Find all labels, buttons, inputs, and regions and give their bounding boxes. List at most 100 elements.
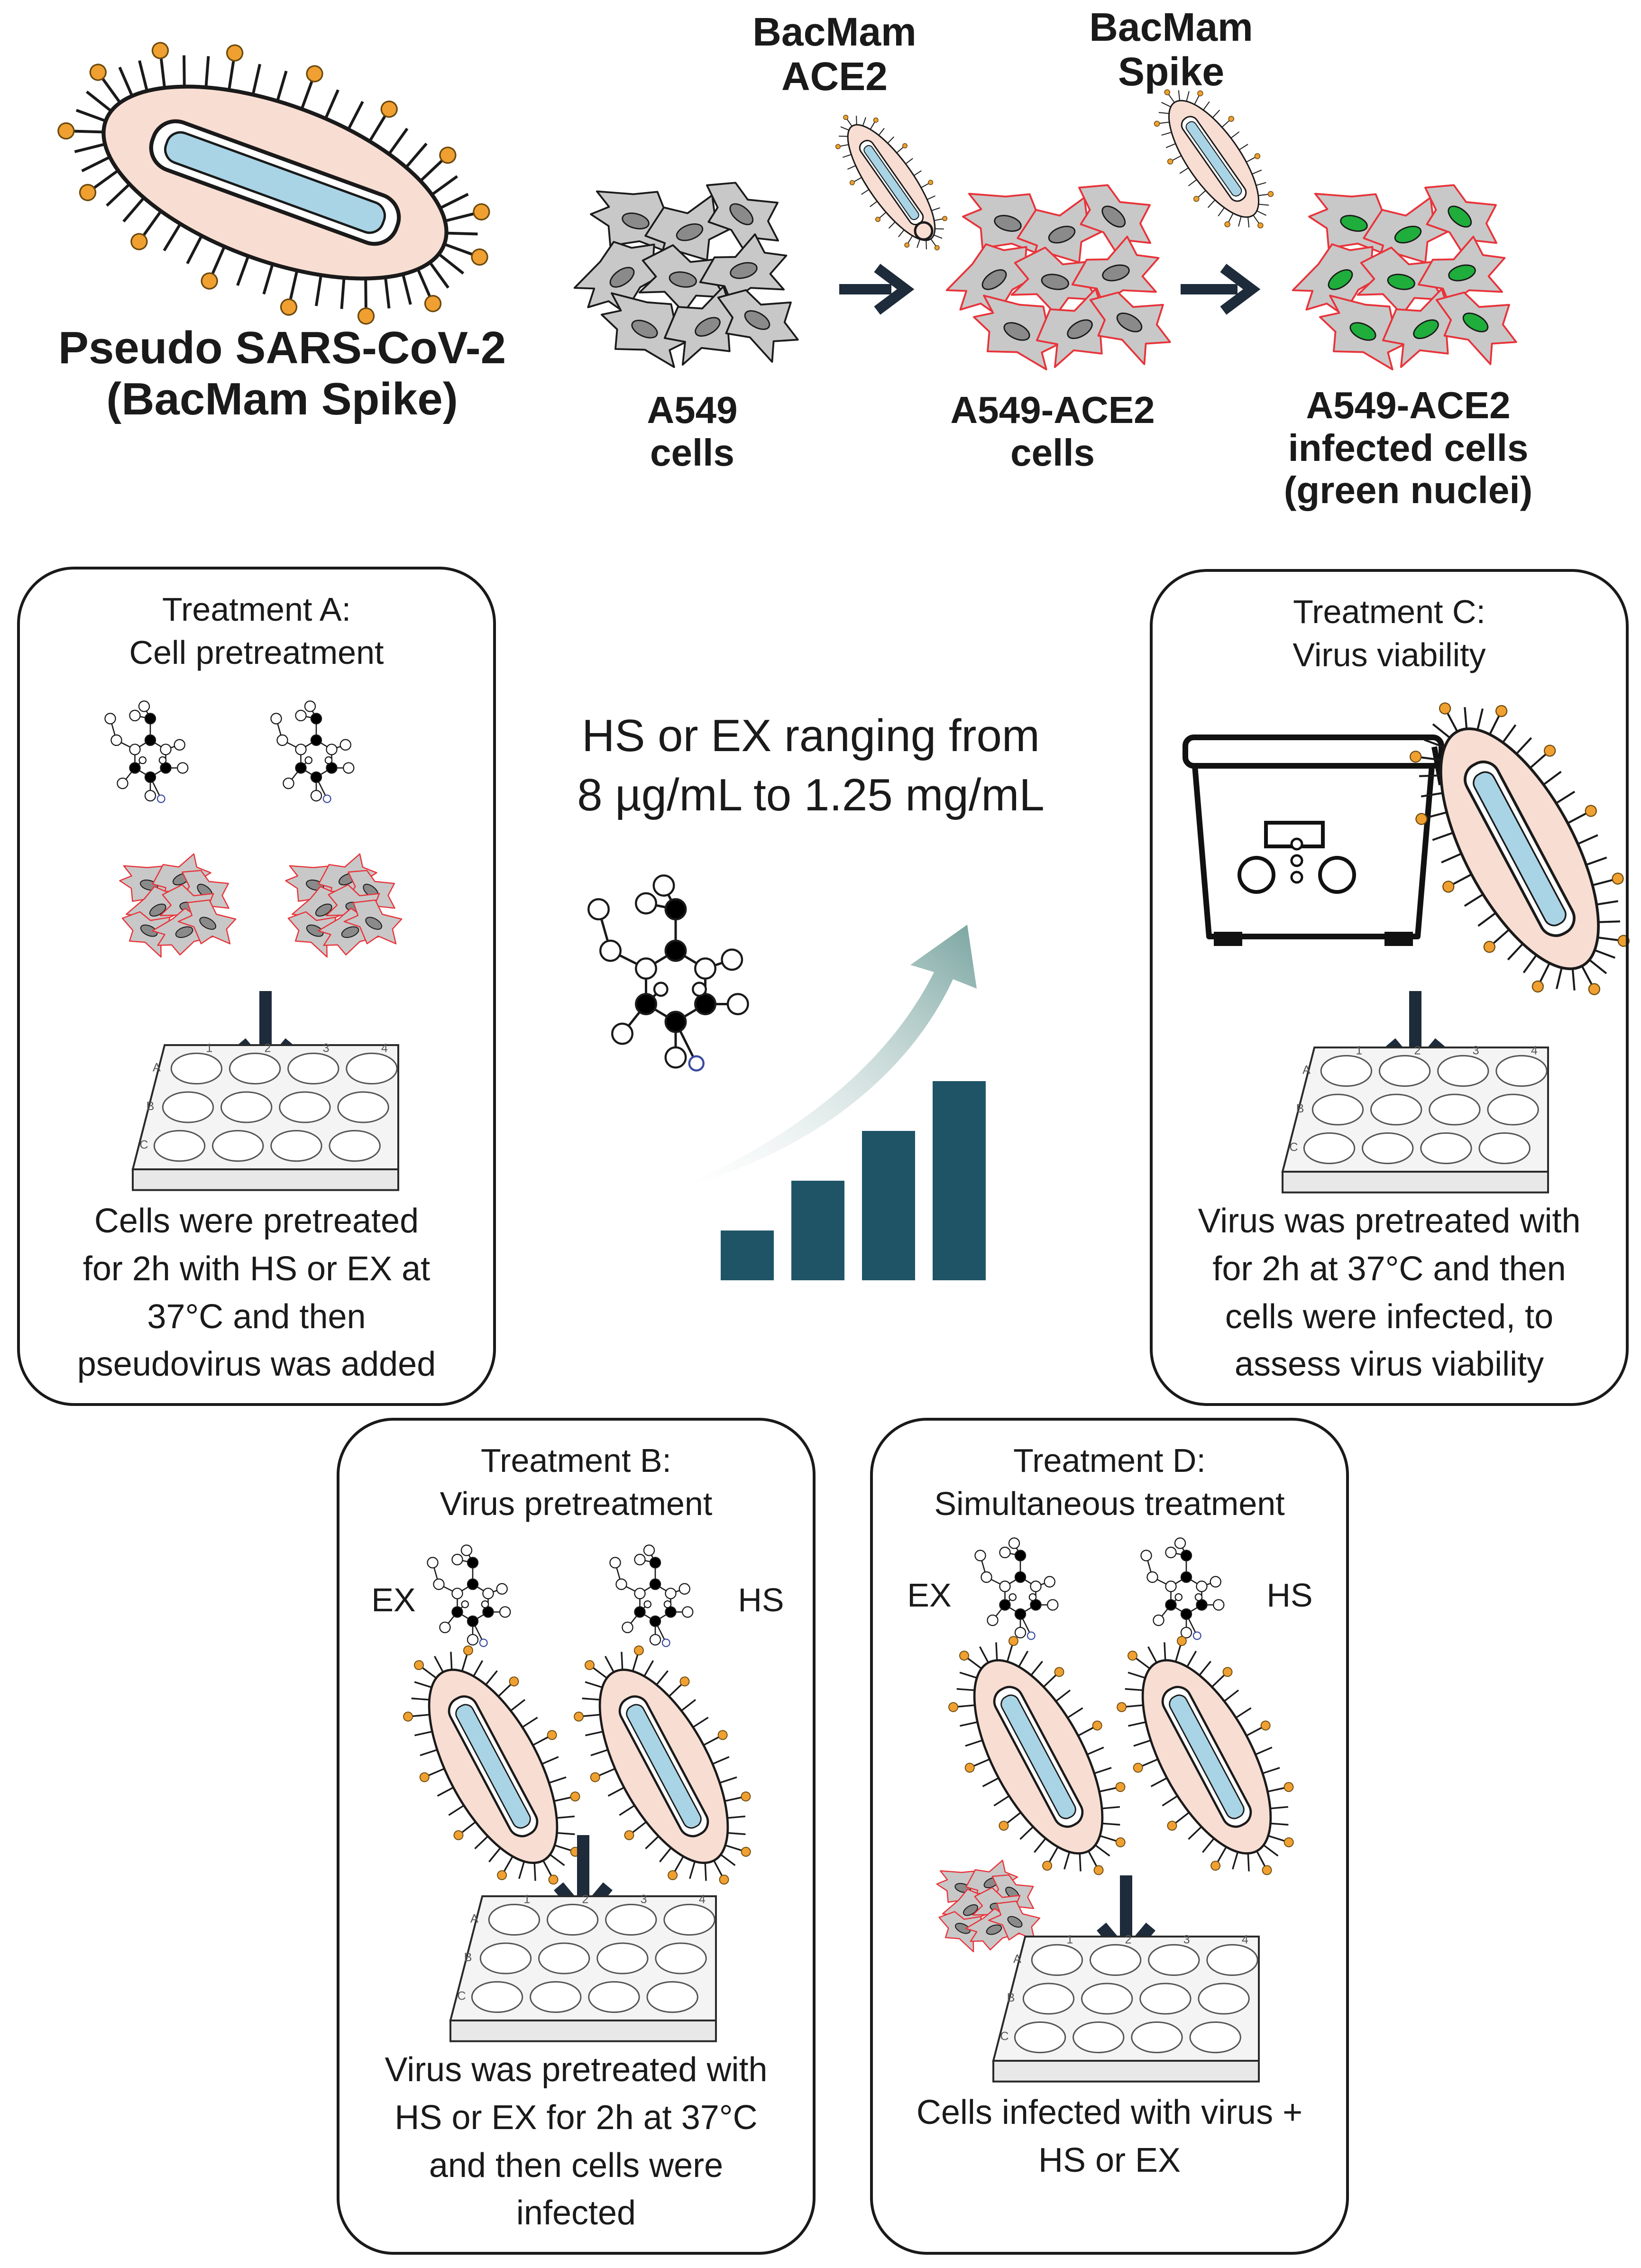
atom [649,1578,661,1590]
atom [1210,1576,1221,1588]
spike-protein-icon [1115,1837,1126,1847]
plate-well [1081,1983,1133,2015]
treatment-b-heading: Treatment B: Virus pretreatment [337,1439,816,1525]
concentration-bar [862,1131,915,1280]
plate-well [1198,1983,1250,2015]
atom [664,898,687,920]
plate-row-label: B [464,1951,472,1964]
plate-column-label: 1 [206,1042,212,1055]
treatment-b-hs-label: HS [738,1581,784,1618]
nucleus [341,926,359,938]
atom [649,1557,661,1569]
atom [622,1621,633,1634]
atom [694,957,716,980]
spike-protein-icon [1115,1782,1126,1792]
nucleus [1387,274,1415,290]
atom [634,1606,646,1618]
atom [460,1544,473,1556]
spike-protein-icon [717,1730,728,1740]
plate-well [279,1091,331,1123]
atom [1174,1537,1186,1549]
spike-protein-icon [471,248,488,266]
plate-well [646,1981,698,2013]
atom [987,1614,999,1626]
a549-ace2-line2: cells [1010,431,1095,474]
nucleus [1003,322,1030,341]
infected-line1: A549-ACE2 [1306,384,1511,426]
atom [496,1583,508,1595]
a549-ace2-cluster-cell [972,294,1063,371]
capsid-icon [1000,1694,1076,1819]
a549-ace2-cluster-cell [1089,291,1171,366]
atom [635,957,657,980]
atom [682,1606,694,1618]
spike-protein-icon [1054,1667,1064,1677]
atom [310,734,322,746]
pseudo-virus-line2: (BacMam Spike) [106,373,458,424]
nucleus [1448,264,1476,282]
atom [615,1578,627,1590]
treatment-c-desc-line: assess virus viability [1234,1345,1544,1384]
atom [499,1606,511,1618]
atom [160,744,172,755]
spike-protein-icon [934,245,940,250]
plate-row-label: C [457,1989,466,2002]
spike-protein-icon [570,1791,580,1802]
atom [1047,1599,1059,1611]
spike-protein-icon [201,272,218,290]
atom [324,756,333,764]
atom [999,1599,1011,1611]
atom [144,790,156,802]
spike-protein-icon [89,64,107,81]
spike-protein-icon [1588,983,1601,995]
sonicator-button [1290,837,1303,851]
plate-well [605,1903,657,1936]
spike-protein-icon [1254,153,1261,159]
concentration-line1: HS or EX ranging from [582,710,1040,761]
treatment-c-desc-line: for 2h at 37°C and then [1212,1249,1566,1288]
bacmam-spike-label: BacMam Spike [1076,5,1266,94]
treatment-d-desc-line: Cells infected with virus + [916,2094,1303,2131]
atom [177,762,189,774]
spike-protein-icon [1222,1667,1233,1677]
treatment-d-subtitle: Simultaneous treatment [934,1485,1285,1522]
atom [1165,1546,1177,1559]
plate-row-label: A [470,1912,478,1925]
treatment-d-virus-icon [948,1636,1126,1875]
spike-protein-icon [1585,805,1597,817]
spike-protein-icon [1267,191,1274,197]
atom [1180,1626,1192,1639]
plate-column-label: 4 [1531,1044,1538,1057]
atom [326,762,338,774]
treatment-b-title: Treatment B: [481,1442,671,1479]
plate-column-label: 3 [323,1042,330,1055]
concentration-line2: 8 µg/mL to 1.25 mg/mL [577,769,1045,820]
spike-protein-icon [414,1660,424,1671]
capsid-icon [1473,771,1567,927]
atom [1008,1537,1020,1549]
spike-protein-icon [1439,702,1451,715]
nucleus [609,266,635,288]
ex-molecule-icon [427,1544,511,1647]
nucleus [1340,215,1368,232]
atom [1030,1580,1042,1592]
treatment-c-description: Virus was pretreated with for 2h at 37°C… [1150,1197,1629,1388]
atom [156,794,165,803]
spike-protein-icon [928,180,934,185]
nucleus [744,310,770,330]
plate-well [1022,1983,1075,2015]
atom [129,709,141,722]
atom [665,1606,677,1618]
arrow-icon [1181,264,1261,315]
plate-well [588,1981,640,2013]
atom [1030,1599,1042,1611]
ace2-plasmid-icon [914,221,934,241]
atom [144,771,156,783]
plate-well [1370,1093,1422,1126]
center-molecule-icon [587,874,749,1072]
spike-protein-icon [1042,1861,1053,1871]
atom [481,1600,489,1608]
spike-protein-icon [902,143,908,148]
